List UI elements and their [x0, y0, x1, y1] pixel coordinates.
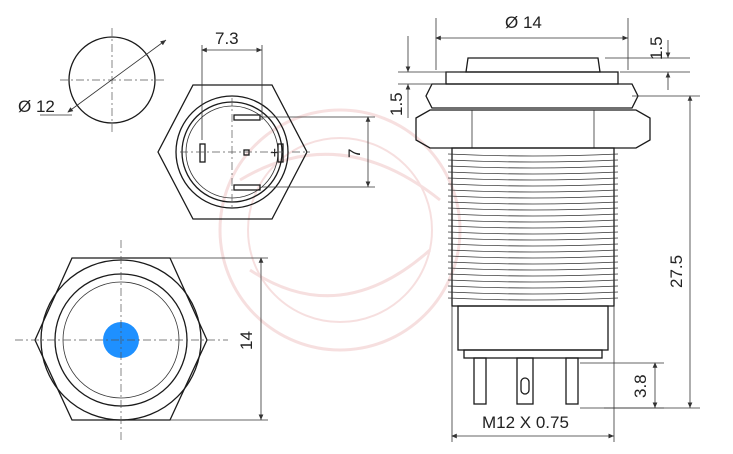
thread-spec-label: M12 X 0.75: [482, 413, 569, 432]
thread-line: [447, 273, 619, 277]
pin-spacing-v-label: 7: [345, 149, 364, 158]
thread-line: [447, 267, 619, 271]
thread-line: [447, 177, 619, 181]
thread-line: [447, 159, 619, 163]
hex-flats-label: 14: [237, 331, 256, 350]
panel-hole-label: Ø 12: [18, 97, 55, 116]
pin-spacing-h-label: 7.3: [215, 29, 239, 48]
thread-line: [447, 207, 619, 211]
thread-line: [447, 189, 619, 193]
thread-line: [447, 285, 619, 289]
thread-line: [447, 195, 619, 199]
thread-line: [447, 261, 619, 265]
cap-diameter-label: Ø 14: [505, 13, 542, 32]
front-view: 14: [15, 240, 268, 440]
thread-line: [447, 201, 619, 205]
thread-line: [447, 255, 619, 259]
side-view: Ø 14 1.5 1.5 27.5 3.8 M12 X 0.75: [387, 13, 700, 442]
thread-line: [447, 165, 619, 169]
thread-line: [447, 249, 619, 253]
thread-line: [447, 183, 619, 187]
thread-line: [447, 225, 619, 229]
thread-line: [447, 243, 619, 247]
pin-length-label: 3.8: [631, 374, 650, 398]
thread-line: [447, 237, 619, 241]
cap-height-label: 1.5: [647, 36, 666, 60]
thread-line: [447, 231, 619, 235]
rear-view: + 7.3 7: [157, 29, 375, 220]
thread-line: [447, 171, 619, 175]
thread-line: [447, 213, 619, 217]
flange-height-label: 1.5: [387, 92, 406, 116]
thread-line: [447, 279, 619, 283]
svg-text:+: +: [270, 145, 279, 162]
thread-line: [447, 153, 619, 157]
thread-line: [447, 219, 619, 223]
panel-hole-view: Ø 12: [18, 28, 167, 132]
thread-line: [447, 297, 619, 301]
watermark-logo: [218, 108, 462, 352]
thread-line: [447, 291, 619, 295]
body-length-label: 27.5: [667, 255, 686, 288]
